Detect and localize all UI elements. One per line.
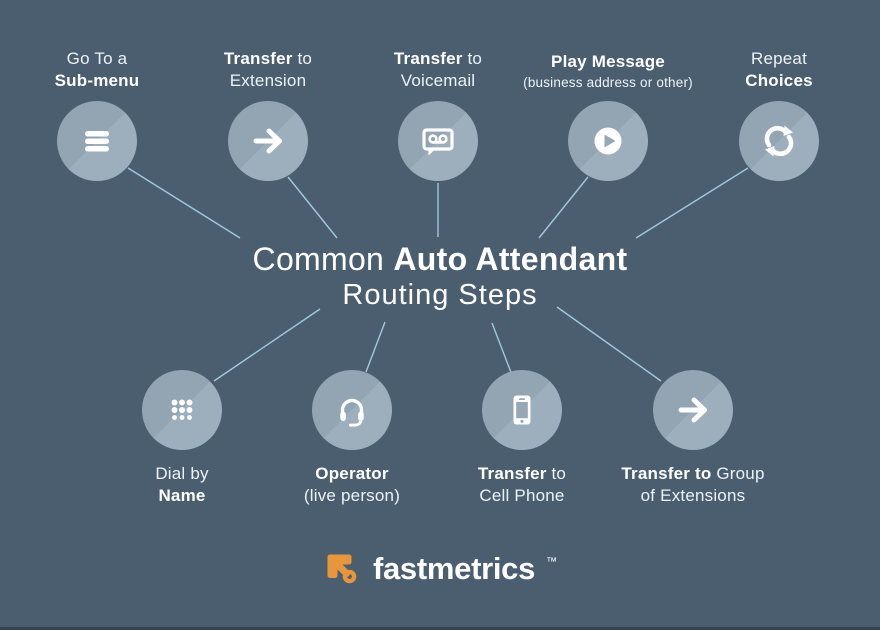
arrow-right-icon (678, 397, 707, 423)
transfer-voicemail-circle (398, 101, 478, 181)
node-repeat-choices: Repeat Choices (669, 40, 880, 181)
node-transfer-extension: Transfer to Extension (158, 40, 378, 181)
sub-menu-circle (57, 101, 137, 181)
smartphone-icon (513, 395, 531, 425)
transfer-group-circle (653, 370, 733, 450)
bottom-edge-strip (0, 627, 880, 630)
transfer-cell-phone-circle (482, 370, 562, 450)
voicemail-icon (422, 128, 454, 156)
node-label: Transfer to Group of Extensions (621, 464, 765, 505)
headset-icon (340, 398, 364, 427)
arrow-right-icon (253, 128, 282, 154)
play-icon (594, 127, 622, 155)
node-transfer-voicemail: Transfer to Voicemail (328, 40, 548, 181)
fastmetrics-icon (327, 554, 357, 584)
node-label: Dial by Name (155, 464, 209, 505)
repeat-choices-circle (739, 101, 819, 181)
node-operator: Operator (live person) (242, 370, 462, 507)
node-dial-by-name: Dial by Name (72, 370, 292, 507)
dial-by-name-circle (142, 370, 222, 450)
node-label: Repeat Choices (745, 49, 813, 90)
node-label: Play Message (business address or other) (523, 52, 693, 90)
node-label: Transfer to Cell Phone (477, 464, 567, 505)
node-label: Transfer to Extension (223, 49, 313, 90)
repeat-icon (764, 125, 794, 157)
node-transfer-group: Transfer to Group of Extensions (583, 370, 803, 507)
keypad-icon (171, 399, 193, 420)
logo-wordmark: fastmetrics (372, 551, 536, 586)
node-label: Operator (live person) (303, 464, 401, 505)
play-message-circle (568, 101, 648, 181)
trademark-symbol: ™ (546, 556, 558, 568)
menu-icon (85, 131, 109, 152)
node-sub-menu: Go To a Sub-menu (0, 40, 207, 181)
title-line1: Common Auto Attendant (252, 241, 628, 277)
node-label: Transfer to Voicemail (393, 49, 483, 90)
title-line2: Routing Steps (342, 279, 538, 311)
diagram-title: Common Auto Attendant Routing Steps (0, 240, 880, 312)
fastmetrics-logo: fastmetrics ™ (0, 549, 880, 589)
transfer-extension-circle (228, 101, 308, 181)
node-play-message: Play Message (business address or other) (498, 40, 718, 181)
node-transfer-cell-phone: Transfer to Cell Phone (412, 370, 632, 507)
operator-circle (312, 370, 392, 450)
node-label: Go To a Sub-menu (54, 49, 140, 90)
